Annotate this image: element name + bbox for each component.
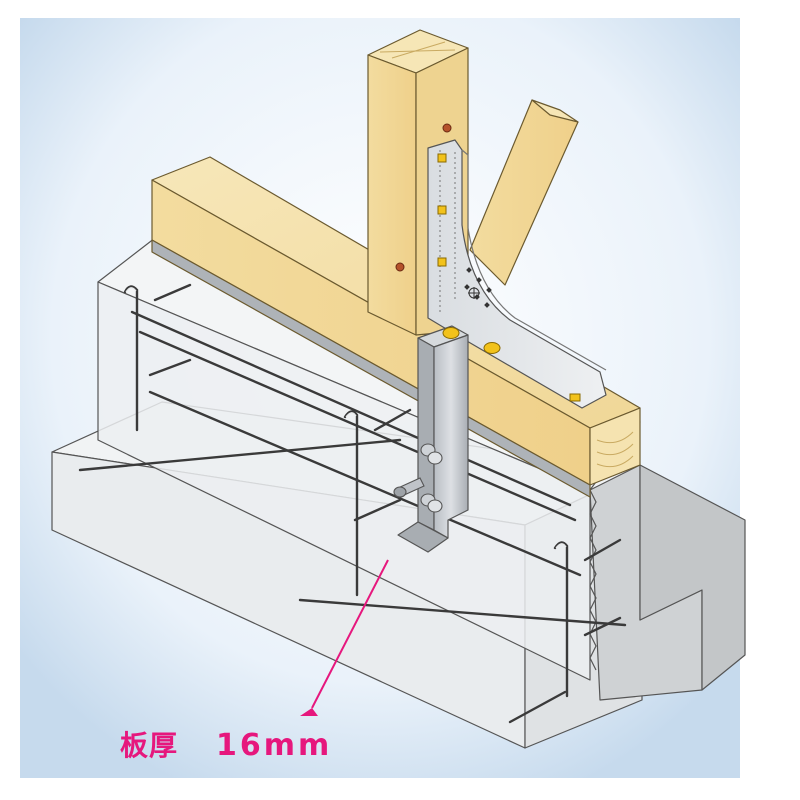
nail-icon (395, 123, 452, 272)
callout-label: 板厚 (120, 729, 179, 762)
crosshair-icon (468, 287, 480, 299)
callout-leader (300, 559, 389, 716)
callout-value: 16mm (216, 728, 333, 763)
anchor-bolts (393, 443, 443, 513)
timber-brace (469, 99, 579, 286)
post-top-grain (379, 41, 456, 59)
end-grain (596, 431, 634, 468)
plate-perforations (464, 267, 492, 308)
section-cut-line (589, 489, 597, 671)
corner-bracket-plate (427, 139, 607, 409)
thickness-callout: 板厚 16mm (120, 724, 332, 764)
rebar-hooks (125, 287, 567, 549)
hex-bolt-icon (437, 153, 581, 402)
rebar-cage (78, 283, 627, 724)
